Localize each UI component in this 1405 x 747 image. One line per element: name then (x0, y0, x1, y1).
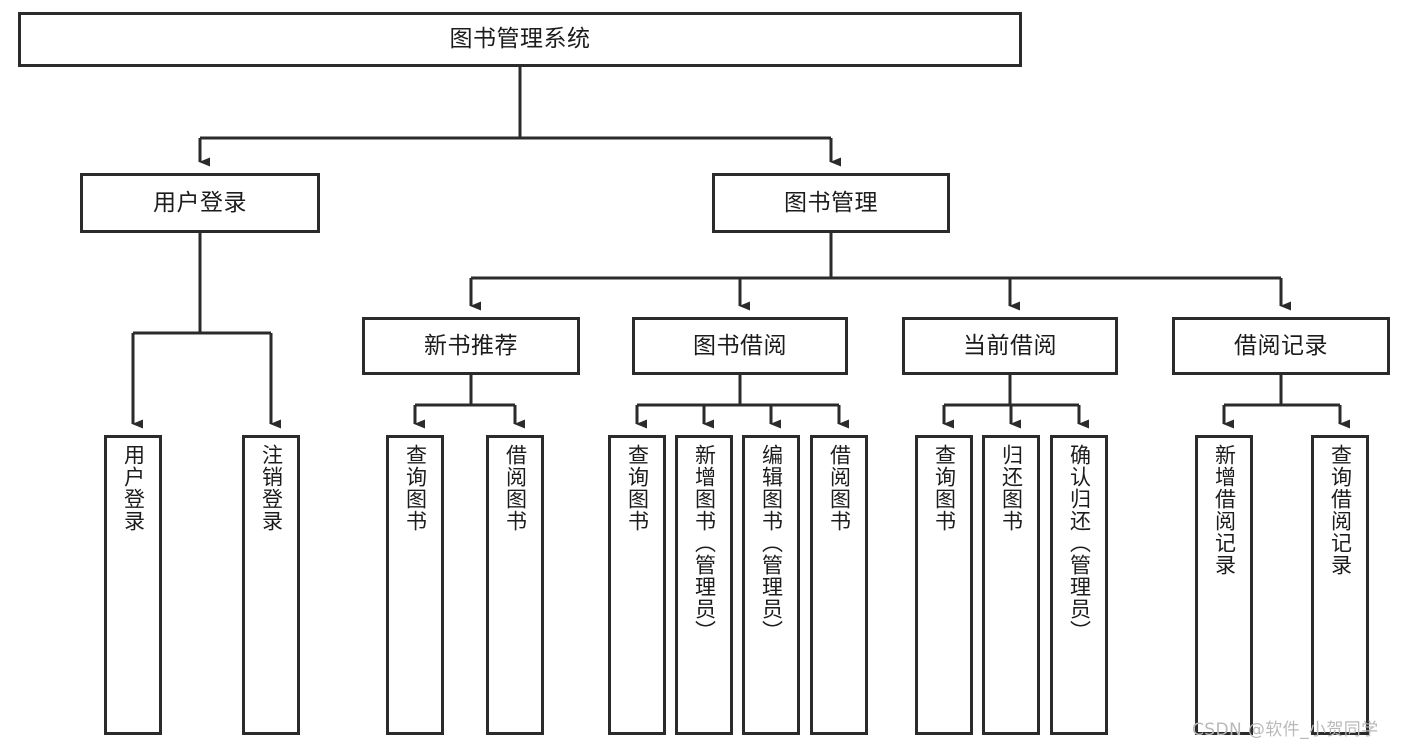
node-leaf-1-label: 注销登录 (259, 444, 284, 532)
node-leaf-4-label: 查询图书 (625, 444, 650, 532)
node-leaf-2-label: 查询图书 (403, 444, 428, 532)
node-leaf-6-label: 编辑图书（管理员） (759, 444, 784, 642)
node-leaf-4[interactable]: 查询图书 (608, 435, 666, 735)
node-level2-0-label: 新书推荐 (424, 332, 518, 359)
node-root[interactable]: 图书管理系统 (18, 12, 1022, 67)
node-leaf-11[interactable]: 新增借阅记录 (1195, 435, 1253, 735)
node-leaf-8[interactable]: 查询图书 (915, 435, 973, 735)
node-leaf-2[interactable]: 查询图书 (386, 435, 444, 735)
node-leaf-3[interactable]: 借阅图书 (486, 435, 544, 735)
node-level2-1[interactable]: 图书借阅 (632, 317, 848, 375)
node-leaf-7[interactable]: 借阅图书 (810, 435, 868, 735)
node-leaf-1[interactable]: 注销登录 (242, 435, 300, 735)
node-leaf-5[interactable]: 新增图书（管理员） (675, 435, 733, 735)
node-leaf-12-label: 查询借阅记录 (1328, 444, 1353, 576)
node-level1-0-label: 用户登录 (153, 189, 247, 216)
node-leaf-6[interactable]: 编辑图书（管理员） (742, 435, 800, 735)
node-leaf-7-label: 借阅图书 (827, 444, 852, 532)
node-level2-2[interactable]: 当前借阅 (902, 317, 1118, 375)
node-leaf-5-label: 新增图书（管理员） (692, 444, 717, 642)
node-level2-0[interactable]: 新书推荐 (362, 317, 580, 375)
node-level1-0[interactable]: 用户登录 (80, 173, 320, 233)
node-level1-1-label: 图书管理 (784, 189, 878, 216)
node-level2-2-label: 当前借阅 (963, 332, 1057, 359)
node-leaf-9[interactable]: 归还图书 (982, 435, 1040, 735)
node-leaf-11-label: 新增借阅记录 (1212, 444, 1237, 576)
node-leaf-10-label: 确认归还（管理员） (1067, 444, 1092, 642)
node-level2-3[interactable]: 借阅记录 (1172, 317, 1390, 375)
node-root-label: 图书管理系统 (449, 26, 591, 53)
watermark-text: CSDN @软件_小贺同学 (1192, 720, 1379, 740)
node-level1-1[interactable]: 图书管理 (712, 173, 950, 233)
node-leaf-3-label: 借阅图书 (503, 444, 528, 532)
node-level2-1-label: 图书借阅 (693, 332, 787, 359)
node-leaf-12[interactable]: 查询借阅记录 (1311, 435, 1369, 735)
node-leaf-0-label: 用户登录 (121, 444, 146, 532)
node-leaf-0[interactable]: 用户登录 (104, 435, 162, 735)
node-leaf-9-label: 归还图书 (999, 444, 1024, 532)
node-level2-3-label: 借阅记录 (1234, 332, 1328, 359)
node-leaf-10[interactable]: 确认归还（管理员） (1050, 435, 1108, 735)
node-leaf-8-label: 查询图书 (932, 444, 957, 532)
